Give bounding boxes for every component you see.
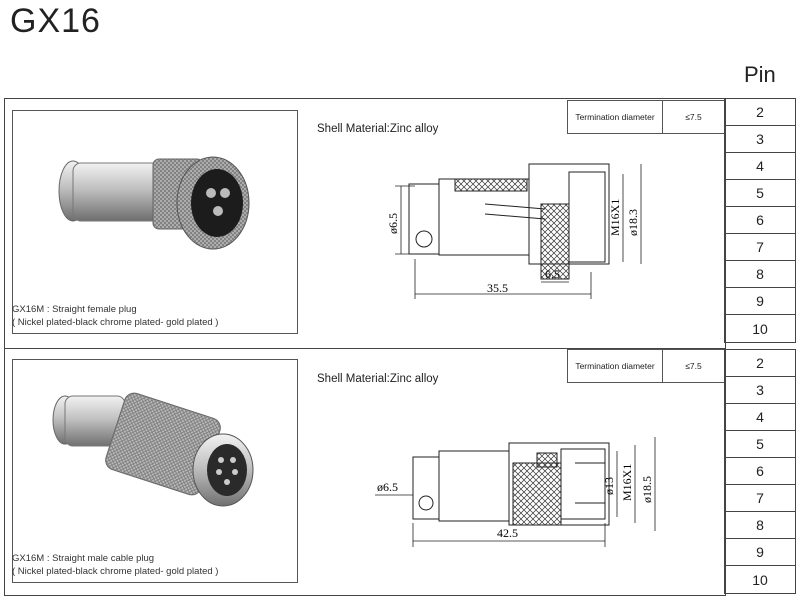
- pin-count: 2: [725, 99, 795, 126]
- termination-box: Termination diameter ≤7.5: [567, 100, 725, 134]
- pin-count: 4: [725, 153, 795, 180]
- panel-divider: [5, 348, 725, 349]
- pin-list-male: 2 3 4 5 6 7 8 9 10: [724, 349, 796, 594]
- pin-count: 3: [725, 126, 795, 153]
- dim-segment: 6.5: [545, 267, 560, 281]
- pin-count: 9: [725, 288, 795, 315]
- termination-box: Termination diameter ≤7.5: [567, 349, 725, 383]
- pin-count: 7: [725, 485, 795, 512]
- pin-count: 6: [725, 207, 795, 234]
- pin-count: 10: [752, 571, 768, 588]
- male-plug-drawing: ø6.5 ø13 M16X1 ø18.5 42.5: [375, 437, 656, 547]
- product-caption-female: GX16M : Straight female plug ( Nickel pl…: [12, 303, 218, 329]
- male-plug-illustration: [52, 392, 254, 507]
- shell-material: Shell Material:Zinc alloy: [317, 123, 439, 135]
- pin-count: 2: [725, 350, 795, 377]
- product-panel-male: GX16M : Straight male cable plug ( Nicke…: [5, 348, 725, 597]
- female-plug-drawing: ø6.5 M16X1 ø18.3 6.5 35.5: [386, 163, 642, 299]
- product-panel-female: GX16M : Straight female plug ( Nickel pl…: [5, 99, 725, 348]
- spec-sheet: GX16M : Straight female plug ( Nickel pl…: [4, 98, 726, 596]
- termination-label: Termination diameter: [568, 350, 663, 382]
- pin-count: 4: [725, 404, 795, 431]
- pin-count: 6: [725, 458, 795, 485]
- pin-count: 5: [725, 180, 795, 207]
- female-plug-illustration: [58, 156, 250, 250]
- dim-outer-diameter: ø18.5: [640, 476, 654, 503]
- page-title: GX16: [10, 2, 101, 40]
- pin-column-header: Pin: [744, 62, 776, 87]
- pin-count: 5: [725, 431, 795, 458]
- pin-count: 10: [752, 320, 768, 337]
- product-photo-male: [12, 359, 298, 583]
- shell-material: Shell Material:Zinc alloy: [317, 373, 439, 385]
- pin-count: 3: [725, 377, 795, 404]
- caption-name: GX16M : Straight male cable plug: [12, 553, 155, 564]
- termination-label: Termination diameter: [568, 101, 663, 133]
- termination-value: ≤7.5: [685, 112, 702, 122]
- dim-outer-diameter: ø18.3: [626, 209, 640, 236]
- dim-length: 42.5: [497, 526, 518, 540]
- pin-list-female: 2 3 4 5 6 7 8 9 10: [724, 98, 796, 343]
- product-caption-male: GX16M : Straight male cable plug ( Nicke…: [12, 552, 218, 578]
- caption-name: GX16M : Straight female plug: [12, 304, 137, 315]
- dim-diameter-left: ø6.5: [386, 213, 400, 234]
- termination-value: ≤7.5: [685, 361, 702, 371]
- dim-thread: M16X1: [608, 199, 622, 236]
- dim-thread: M16X1: [620, 464, 634, 501]
- dim-diameter-left: ø6.5: [377, 480, 398, 494]
- pin-count: 7: [725, 234, 795, 261]
- dim-length: 35.5: [487, 281, 508, 295]
- product-photo-female: [12, 110, 298, 334]
- caption-plating: ( Nickel plated-black chrome plated- gol…: [12, 317, 219, 328]
- pin-count: 8: [725, 261, 795, 288]
- dim-inner-diameter: ø13: [602, 477, 616, 495]
- caption-plating: ( Nickel plated-black chrome plated- gol…: [12, 566, 219, 577]
- pin-count: 9: [725, 539, 795, 566]
- pin-count: 8: [725, 512, 795, 539]
